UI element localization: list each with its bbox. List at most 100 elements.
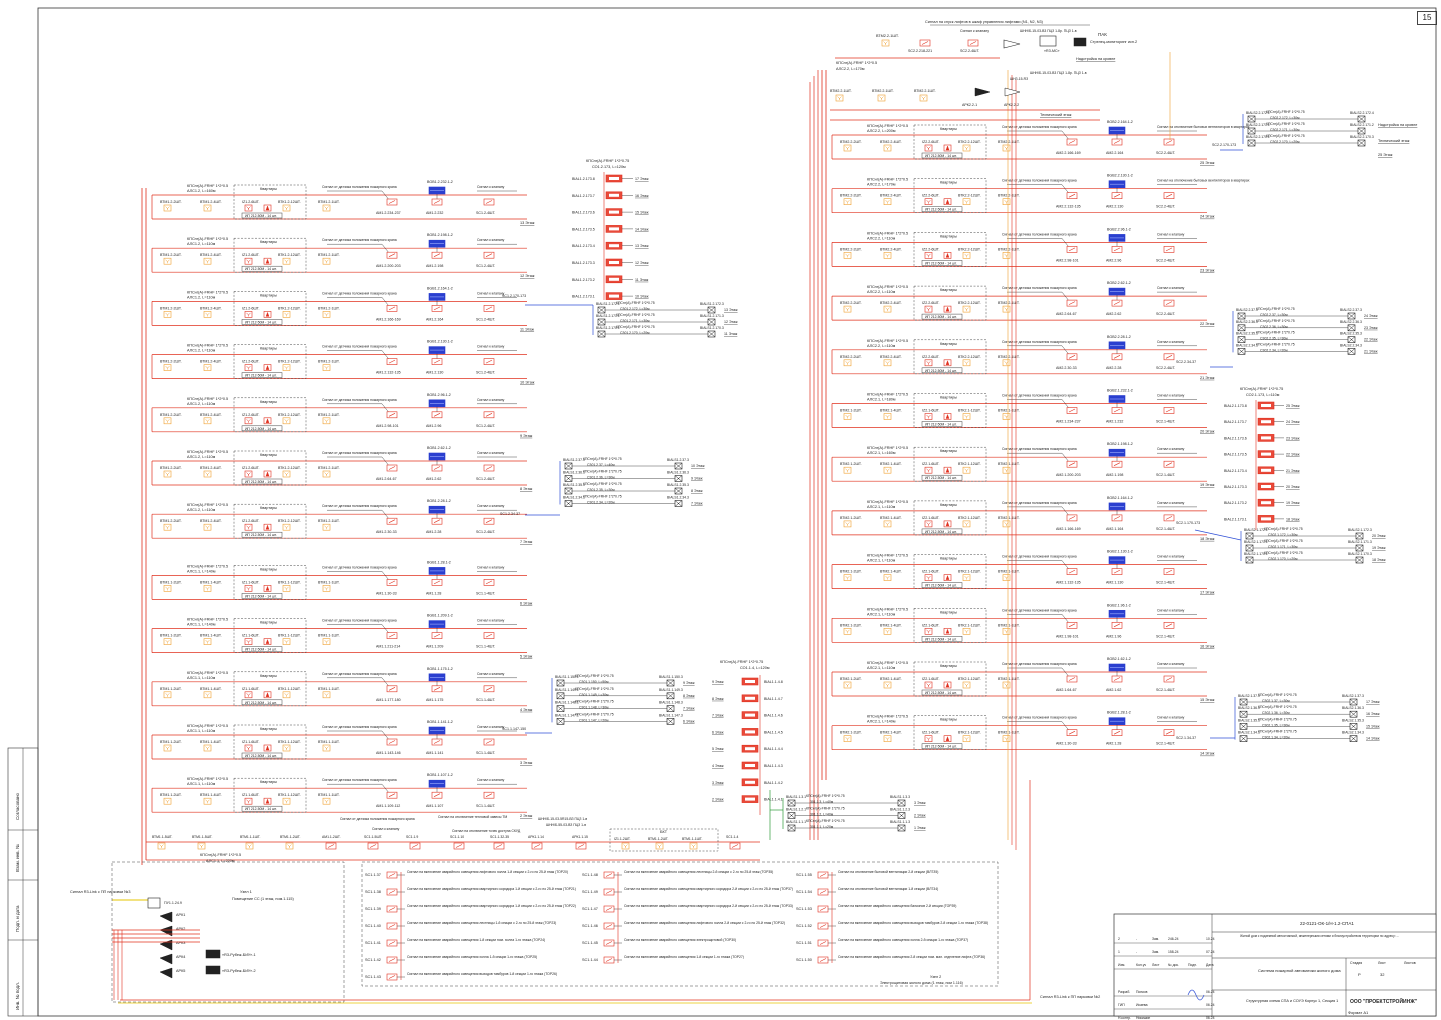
address-module [483, 251, 495, 259]
cable-label: КПСнг(А)-FRHF 1*2*0.75 [806, 819, 845, 823]
smoke-detector-icon [203, 691, 212, 699]
floor-label: 14 Этаж [1200, 752, 1215, 756]
address-module [1163, 353, 1175, 361]
device-label: SC1.1-4 [726, 835, 739, 839]
light-board-icon [1257, 450, 1275, 458]
control-panel-icon [1108, 717, 1126, 726]
floor-label: 11 Этаж [724, 332, 738, 336]
panel-label: BGB2.2.164.1-2 [1107, 120, 1133, 124]
floor-label: 12 Этаж [724, 320, 738, 324]
module-label: АМ2.1.200-203 [1056, 473, 1081, 477]
bial-label: BIAL1.2.173.6 [572, 211, 595, 215]
bials-label: BIALS2.2.171.2 [1350, 123, 1374, 127]
hydrant-signal-label: Сигнал от датчика положения пожарного кр… [1002, 125, 1077, 129]
smoke-detector-icon [883, 574, 892, 581]
address-module [1163, 729, 1175, 737]
device-label: ВТМ2.1-2ШТ. [840, 623, 862, 627]
siren-icon [707, 306, 716, 314]
smoke-detector-icon [1002, 520, 1011, 528]
siren-icon [1349, 710, 1358, 718]
sheet-value: 32 [1380, 972, 1385, 977]
light-board-icon [605, 275, 623, 284]
ip-label: ИП 212-50М - 14 шт. [245, 594, 277, 598]
device-label: ВТК1.2-12ШТ. [278, 466, 301, 470]
ip-label: ИП 212-50М - 14 шт. [925, 369, 957, 373]
signal-code: SC1.1.52 [796, 924, 812, 928]
smoke-detector-icon [163, 204, 172, 212]
cable-label: КПСнг(А)-FRHF 1*2*0.5 [187, 671, 228, 675]
bials-label: BIALS1.1.1.3 [890, 820, 910, 824]
address-module [1111, 353, 1123, 361]
cable-length-label: АЛС1.2, L=160м [187, 189, 216, 193]
floor-label: 7 Этаж [712, 714, 724, 718]
address-module [1066, 246, 1078, 253]
light-board-icon [1257, 498, 1275, 507]
rubezh-label: «R3-Рубеж-БИУ»-2 [222, 969, 256, 973]
module-label: SC1.2-4ШТ. [476, 371, 495, 375]
address-module [483, 411, 495, 419]
siren-icon [674, 475, 683, 482]
bial-label: BIAL2.1.173.5 [1224, 453, 1247, 457]
device-label: ВТМ2.2-4ШТ. [880, 140, 902, 144]
manual-call-point-icon [924, 413, 933, 420]
module-label: АМ2.1.62 [1106, 688, 1121, 692]
sounder-icon [159, 967, 173, 979]
valve-signal-label: Сигнал к клапану [1157, 608, 1185, 612]
siren-icon [1349, 698, 1358, 706]
signal-text: Сигнал на отключение бытовой вентиляции … [838, 887, 938, 891]
cable-label: КПСнг(А)-FRHF 1*2*0.5 [187, 450, 228, 454]
ip-label: ИП 212-50М - 14 шт. [245, 427, 277, 431]
device-label: АРК1.1.14 [528, 835, 544, 839]
ip-label: ИП 212-50М - 14 шт. [925, 315, 957, 319]
device-label: IZ1.2-6ШТ. [242, 413, 260, 417]
smoke-detector-icon [881, 39, 890, 47]
device-label: ВТМ1.2-2ШТ. [160, 306, 182, 310]
ip-label: ИП 212-50М - 14 шт. [245, 533, 277, 537]
rubezh-module-icon [205, 965, 221, 975]
cable-length-label: АЛС1.1, L=220м [206, 859, 235, 863]
cable-label: КПСнг(А)-FRHF 1*2*0.5 [867, 285, 908, 289]
module-label: АМ1.1.109-112 [376, 804, 400, 808]
module-label: АМ1.1.211-214 [376, 645, 400, 649]
valve-signal-label: Сигнал к клапану [1157, 501, 1185, 505]
smoke-detector-icon [203, 364, 212, 371]
hydrant-signal-label: Сигнал от датчика положения пожарного кр… [322, 778, 397, 782]
address-module [431, 517, 443, 525]
address-module [431, 198, 443, 206]
signal-text: Сигнал на включение аварийного освещения… [838, 921, 988, 925]
smoke-detector-icon [322, 204, 331, 212]
device-label: IZ2.2-6ШТ. [922, 247, 940, 251]
hydrant-signal-label: Сигнал от датчика положения пожарного кр… [322, 504, 397, 508]
heat-detector-icon [943, 359, 952, 367]
stamp-cell: Зам. [1152, 950, 1159, 954]
apartments-box [913, 393, 987, 428]
device-label: IZ2.2-6ШТ. [922, 194, 940, 198]
floor-label: 22 Этаж [1286, 453, 1300, 457]
bials-label: BIALS1.2.34.1 [563, 496, 585, 500]
cable-label: КПСнг(А)-FRHF 1*2*0.75 [720, 660, 763, 664]
stamp-cell: 10.24 [1206, 937, 1215, 941]
stamp-cell: Подп. [1188, 963, 1197, 967]
device-label: ВТМ1.2-4ШТ. [200, 253, 222, 257]
smoke-detector-icon [962, 466, 971, 474]
floor-label: 8 Этаж [691, 489, 703, 493]
smoke-detector-icon [282, 638, 291, 645]
control-panel-icon [428, 399, 446, 408]
device-label: ВТК2.2-12ШТ. [958, 194, 981, 198]
bials-label: BIALS2.1.172.1 [1244, 528, 1268, 532]
ip-box [921, 260, 963, 266]
hydrant-signal-label: Сигнал от датчика положения пожарного кр… [1002, 286, 1077, 290]
cable-label: КПСнг(А)-FRHF 1*2*0.5 [187, 724, 228, 728]
device-label: ВТМ1.2-4ШТ. [200, 466, 222, 470]
bials-label: BIALS2.2.170.3 [1350, 135, 1374, 139]
bial-label: BIAL1.2.173.4 [572, 244, 595, 248]
smoke-detector-icon [1002, 359, 1011, 367]
manual-call-point-icon [924, 198, 933, 205]
valve-signal-label: Сигнал к клапану [477, 504, 505, 508]
floor-label: 3 Этаж [712, 781, 724, 785]
panel-label: BGB1.2.198.1-2 [427, 233, 453, 237]
device-label: IZ1.1-6ШТ. [242, 740, 260, 744]
ark-label: АРК1 [176, 913, 185, 917]
device-label: ВТМ1.1-2ШТ. [160, 634, 182, 638]
ip-box [921, 743, 963, 749]
